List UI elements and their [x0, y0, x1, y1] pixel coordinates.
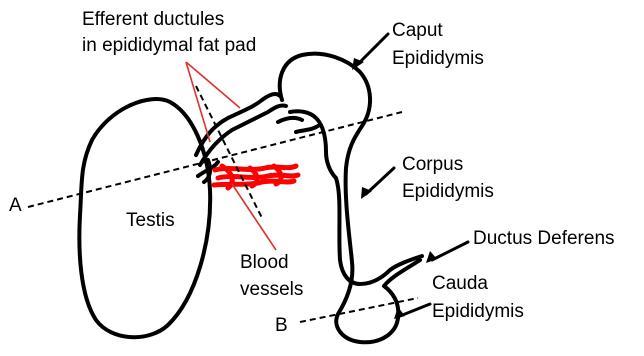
caput-fold	[296, 126, 318, 132]
caput-leader	[352, 34, 388, 70]
efferent-leader-1	[186, 62, 210, 142]
section-b-label: B	[275, 316, 288, 335]
caput-label-line2: Epididymis	[392, 49, 484, 68]
section-a-label: A	[9, 196, 22, 215]
efferent-label-line2: in epididymal fat pad	[82, 36, 256, 55]
ductus-leader	[426, 242, 468, 263]
cauda-label-line2: Epididymis	[432, 302, 524, 321]
efferent-label-line1: Efferent ductules	[82, 10, 224, 29]
blood-leader	[232, 184, 276, 250]
cauda-label-line1: Cauda	[432, 274, 488, 293]
blood-vessels-label-line1: Blood	[240, 253, 289, 272]
testis-label: Testis	[126, 211, 175, 230]
corpus-leader	[361, 168, 394, 199]
blood-vessels-label-line2: vessels	[240, 280, 303, 299]
corpus-label-line2: Epididymis	[402, 182, 494, 201]
blood-vessels	[214, 166, 298, 188]
caput-inner-fold	[278, 118, 302, 122]
caput-label-line1: Caput	[392, 21, 443, 40]
corpus-label-line1: Corpus	[402, 155, 463, 174]
efferent-leader-2	[186, 62, 240, 108]
ductus-label: Ductus Deferens	[473, 229, 615, 248]
